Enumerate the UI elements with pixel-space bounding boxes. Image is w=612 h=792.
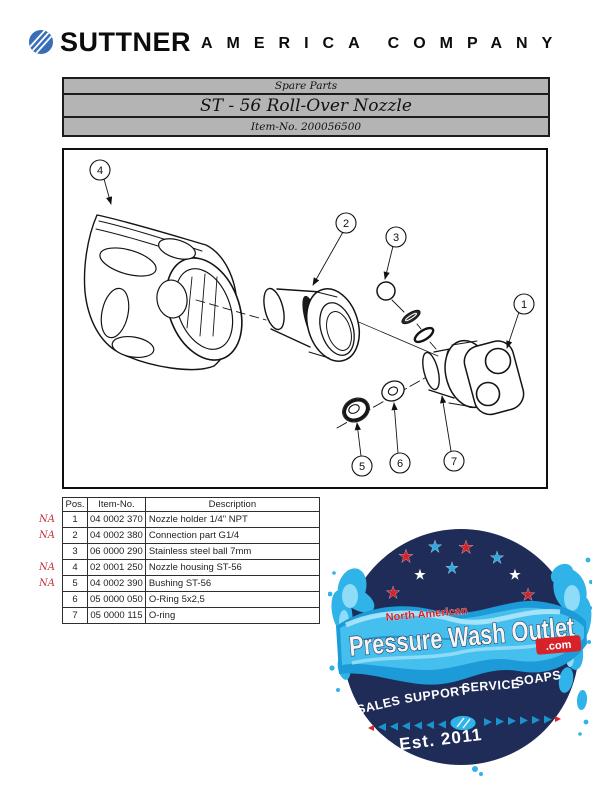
logo-tld-badge: .com: [535, 635, 582, 655]
na-row-1: NA: [39, 514, 55, 525]
col-item-header: Item-No.: [87, 497, 146, 512]
cell-desc: Stainless steel ball 7mm: [144, 543, 320, 560]
brand-word-company: COMPANY: [387, 34, 567, 52]
item-no-banner: Item-No. 200056500: [62, 116, 550, 137]
star-icon: ★: [458, 538, 473, 557]
cell-desc: Nozzle housing ST-56: [144, 559, 320, 576]
logo-tld-text: .com: [545, 639, 572, 653]
table-row: 3 06 0000 290 Stainless steel ball 7mm: [62, 543, 320, 560]
cell-desc: Bushing ST-56: [144, 575, 320, 592]
pressure-wash-outlet-logo: ★ ★ ★ ★ ★ ★ ★ ★ ★ ★ ★: [323, 520, 593, 778]
star-icon: ★: [521, 587, 535, 604]
star-icon: ★: [428, 539, 442, 556]
exploded-diagram: 1 2 3 4 5 6 7: [62, 148, 548, 489]
diagram-frame: [62, 148, 548, 489]
washer-drawing: [381, 380, 405, 402]
col-pos-header: Pos.: [62, 497, 88, 512]
table-row: 6 05 0000 050 O-Ring 5x2,5: [62, 591, 320, 608]
na-row-5: NA: [39, 578, 55, 589]
callout-7: 7: [451, 456, 457, 468]
cell-desc: O-ring: [144, 607, 320, 624]
brand-words: AMERICA COMPANY: [201, 35, 566, 53]
cell-item: 05 0000 115: [87, 607, 146, 624]
cell-desc: Nozzle holder 1/4" NPT: [144, 511, 320, 528]
exploded-diagram-svg: 1 2 3 4 5 6 7: [62, 148, 548, 489]
cell-pos: 5: [62, 575, 88, 592]
star-icon: ★: [445, 560, 458, 577]
vendor-logo-svg: ★ ★ ★ ★ ★ ★ ★ ★ ★ ★ ★: [323, 529, 593, 776]
table-row: 4 02 0001 250 Nozzle housing ST-56: [62, 559, 320, 576]
table-row: 7 05 0000 115 O-ring: [62, 607, 320, 624]
na-row-6: [34, 592, 60, 608]
cell-item: 04 0002 380: [87, 527, 146, 544]
star-icon: ★: [414, 567, 426, 582]
cell-pos: 1: [62, 511, 88, 528]
suttner-globe-icon: [28, 29, 53, 55]
callout-5: 5: [359, 461, 365, 473]
steel-ball-drawing: [376, 281, 405, 313]
table-header-row: Pos. Item-No. Description: [62, 497, 320, 512]
parts-table: Pos. Item-No. Description 1 04 0002 370 …: [62, 497, 320, 624]
callout-4: 4: [97, 165, 103, 177]
nozzle-holder-drawing: [422, 339, 525, 416]
cell-item: 04 0002 370: [87, 511, 146, 528]
star-icon: ★: [509, 567, 521, 582]
wave-banner: [336, 600, 587, 685]
callout-3: 3: [393, 232, 399, 244]
col-desc-header: Description: [144, 497, 320, 512]
title-block: Spare Parts ST - 56 Roll-Over Nozzle Ite…: [62, 77, 550, 137]
product-title-banner: ST - 56 Roll-Over Nozzle: [62, 93, 550, 118]
cell-pos: 6: [62, 591, 88, 608]
nozzle-housing-drawing: [83, 214, 243, 371]
table-row: 1 04 0002 370 Nozzle holder 1/4" NPT: [62, 511, 320, 528]
brand-word-america: AMERICA: [201, 34, 374, 52]
callout-1: 1: [521, 299, 527, 311]
cell-pos: 3: [62, 543, 88, 560]
star-icon: ★: [386, 585, 400, 602]
chevron-arrows: [368, 715, 561, 731]
cell-item: 02 0001 250: [87, 559, 146, 576]
table-row: 5 04 0002 390 Bushing ST-56: [62, 575, 320, 592]
star-icon: ★: [398, 547, 413, 566]
na-row-4: NA: [39, 562, 55, 573]
callout-6: 6: [397, 458, 403, 470]
cell-pos: 7: [62, 607, 88, 624]
header: SUTTNER AMERICA COMPANY: [28, 26, 566, 58]
table-row: 2 04 0002 380 Connection part G1/4: [62, 527, 320, 544]
cell-pos: 2: [62, 527, 88, 544]
cell-desc: O-Ring 5x2,5: [144, 591, 320, 608]
cell-desc: Connection part G1/4: [144, 527, 320, 544]
connection-part-drawing: [263, 287, 360, 362]
leader-lines: [103, 178, 520, 457]
cell-item: 04 0002 390: [87, 575, 146, 592]
na-row-2: NA: [39, 530, 55, 541]
service-service: SERVICE: [461, 677, 520, 695]
cell-item: 05 0000 050: [87, 591, 146, 608]
o-rings-drawing: [401, 309, 437, 350]
na-row-3: [34, 544, 60, 560]
cell-pos: 4: [62, 559, 88, 576]
brand-name: SUTTNER: [60, 26, 191, 57]
bushing-drawing: [342, 397, 370, 423]
na-row-7: [34, 608, 60, 624]
star-icon: ★: [490, 550, 504, 567]
cell-item: 06 0000 290: [87, 543, 146, 560]
na-column: NA NA NA NA: [34, 512, 60, 624]
callout-2: 2: [343, 218, 349, 230]
callout-balloons: 1 2 3 4 5 6 7: [89, 159, 535, 477]
